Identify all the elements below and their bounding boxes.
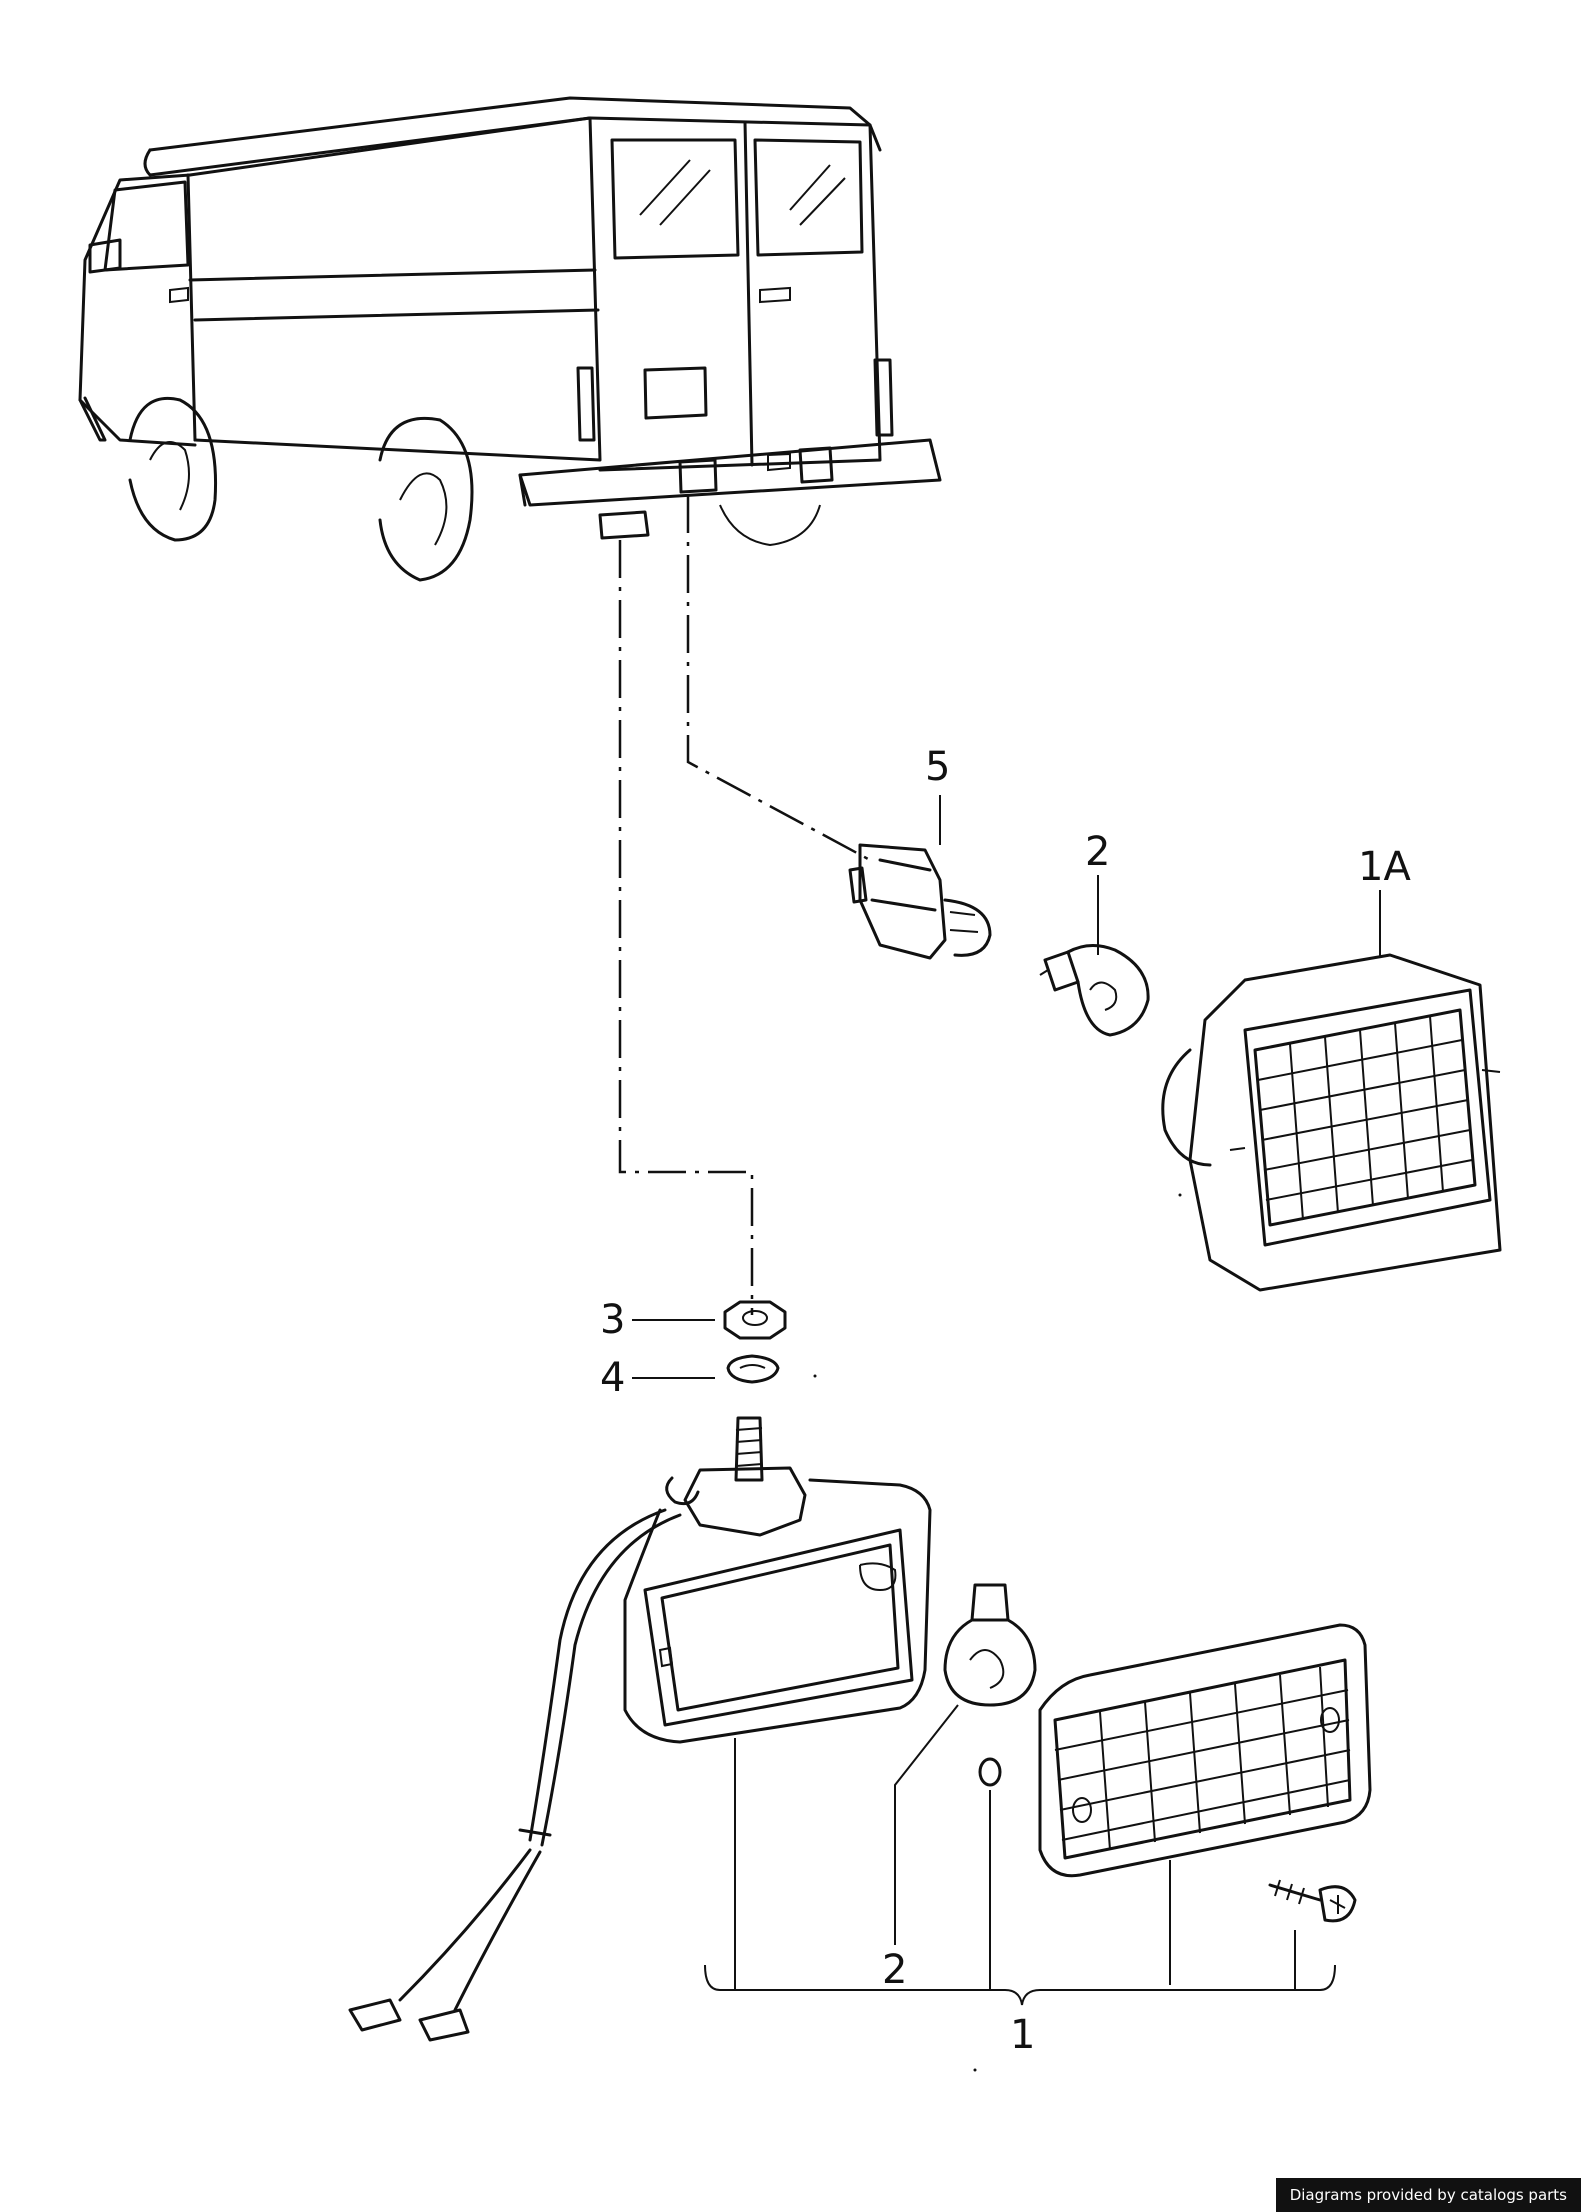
callout-1: 1	[1010, 2012, 1035, 2058]
screw	[1268, 1879, 1357, 1923]
callout-1a: 1A	[1358, 844, 1411, 890]
hex-nut	[723, 1300, 787, 1340]
small-washer	[978, 1757, 1002, 1787]
van-illustration	[78, 96, 942, 582]
lamp-lens	[1038, 1623, 1372, 1878]
stray-dot	[813, 1374, 817, 1378]
callout-2-top: 2	[1085, 829, 1110, 875]
bulb-top	[1039, 944, 1150, 1037]
lamp-housing	[348, 1416, 932, 2042]
spring-washer	[726, 1354, 780, 1384]
leader-line-2-bottom	[894, 1704, 959, 1945]
callout-5: 5	[925, 744, 950, 790]
stray-dot	[1178, 1193, 1182, 1197]
bulb-bottom	[943, 1583, 1037, 1707]
assembly-bracket	[704, 1964, 1336, 2006]
callout-4: 4	[600, 1355, 625, 1401]
callout-3: 3	[600, 1297, 625, 1343]
callout-2-bottom: 2	[882, 1947, 907, 1993]
turn-signal-housing	[1161, 953, 1502, 1292]
stray-dot	[973, 2068, 977, 2072]
bulb-socket	[848, 820, 992, 960]
assembly-leader-lines	[618, 495, 871, 1315]
credit-badge: Diagrams provided by catalogs parts	[1275, 2178, 1581, 2212]
